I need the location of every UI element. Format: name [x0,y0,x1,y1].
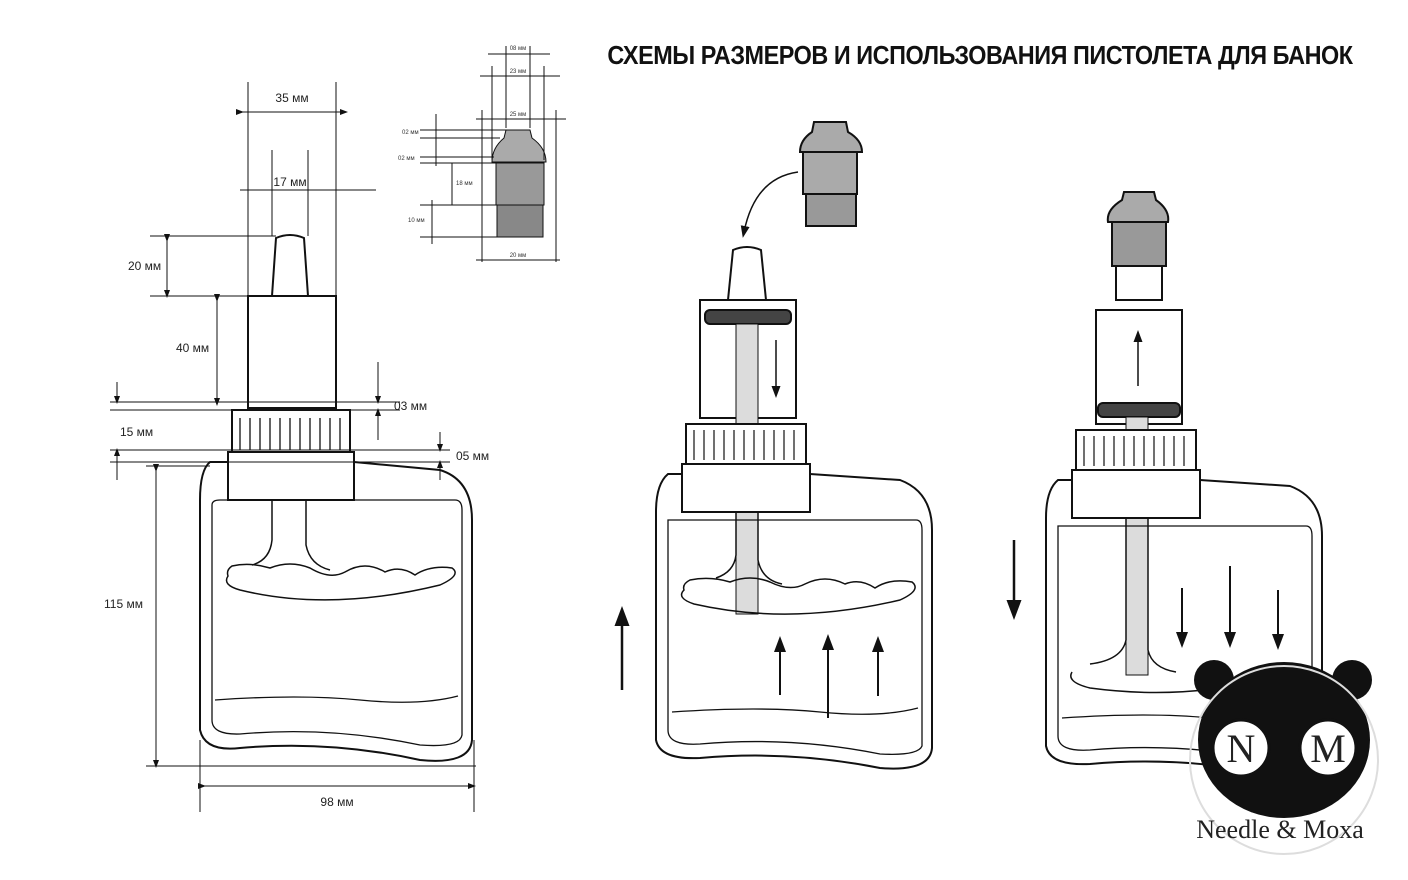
dim-nozzle-width: 17 мм [273,175,306,189]
dim-top-width: 35 мм [275,91,308,105]
cap-dim-25: 25 мм [510,112,527,118]
dim-jar-height: 115 мм [104,597,143,611]
cap-dim-23: 23 мм [510,69,527,75]
logo-eye-left [1211,718,1271,778]
dim-collar-height: 15 мм [120,425,153,439]
cap-dim-20: 20 мм [510,253,527,259]
logo-letter-right: M [1310,726,1346,771]
usage-step-attach [614,121,933,770]
dim-body-height: 40 мм [176,341,209,355]
cap-dim-10: 10 мм [408,218,425,224]
cap-dim-02b: 02 мм [398,156,415,162]
logo-ring [1189,665,1379,855]
dim-nozzle-height: 20 мм [128,259,161,273]
cap-dim-08: 08 мм [510,46,527,52]
dim-gap-a: 03 мм [394,399,427,413]
dim-gap-b: 05 мм [456,449,489,463]
cap-detail [420,46,566,262]
dim-jar-width: 98 мм [320,795,353,809]
dimensioned-jar [110,82,476,812]
brand-text: Needle & Moxa [1196,815,1364,844]
usage-step-release [1006,191,1323,776]
page-title: СХЕМЫ РАЗМЕРОВ И ИСПОЛЬЗОВАНИЯ ПИСТОЛЕТА… [607,40,1353,70]
logo-eye-right [1298,718,1358,778]
logo-head [1198,662,1370,818]
cap-dim-18: 18 мм [456,181,473,187]
cap-dim-02a: 02 мм [402,130,419,136]
brand-logo: N M Needle & Moxa [1189,660,1379,855]
logo-letter-left: N [1227,726,1256,771]
